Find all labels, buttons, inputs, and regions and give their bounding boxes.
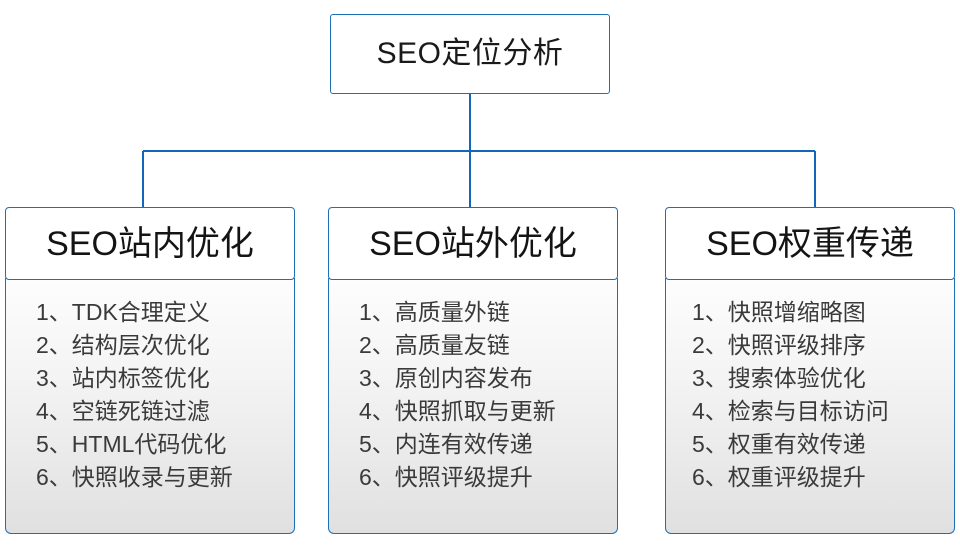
branch-header-title-1: SEO站内优化 <box>46 224 254 263</box>
branch-item-list-1: 1、TDK合理定义 2、结构层次优化 3、站内标签优化 4、空链死链过滤 5、H… <box>6 296 294 494</box>
branch-header-1[interactable]: SEO站内优化 <box>5 207 295 280</box>
branch-body-1: 1、TDK合理定义 2、结构层次优化 3、站内标签优化 4、空链死链过滤 5、H… <box>5 278 295 534</box>
branch-header-2[interactable]: SEO站外优化 <box>328 207 618 280</box>
branch-body-3: 1、快照增缩略图 2、快照评级排序 3、搜索体验优化 4、检索与目标访问 5、权… <box>665 278 955 534</box>
list-item: 4、空链死链过滤 <box>36 398 210 424</box>
list-item: 2、结构层次优化 <box>36 332 210 358</box>
list-item: 6、权重评级提升 <box>692 464 866 490</box>
branch-header-title-3: SEO权重传递 <box>706 224 914 263</box>
branch-column-3[interactable]: SEO权重传递 1、快照增缩略图 2、快照评级排序 3、搜索体验优化 4、检索与… <box>665 207 955 534</box>
list-item: 1、快照增缩略图 <box>692 299 866 325</box>
branch-column-1[interactable]: SEO站内优化 1、TDK合理定义 2、结构层次优化 3、站内标签优化 4、空链… <box>5 207 295 534</box>
list-item: 4、快照抓取与更新 <box>359 398 556 424</box>
list-item: 6、快照评级提升 <box>359 464 533 490</box>
list-item: 5、权重有效传递 <box>692 431 866 457</box>
list-item: 3、原创内容发布 <box>359 365 533 391</box>
list-item: 3、站内标签优化 <box>36 365 210 391</box>
branch-header-title-2: SEO站外优化 <box>369 224 577 263</box>
branch-body-2: 1、高质量外链 2、高质量友链 3、原创内容发布 4、快照抓取与更新 5、内连有… <box>328 278 618 534</box>
root-node-title: SEO定位分析 <box>376 37 564 70</box>
branch-header-3[interactable]: SEO权重传递 <box>665 207 955 280</box>
list-item: 5、HTML代码优化 <box>36 431 227 457</box>
root-node[interactable]: SEO定位分析 <box>330 14 610 94</box>
branch-item-list-2: 1、高质量外链 2、高质量友链 3、原创内容发布 4、快照抓取与更新 5、内连有… <box>329 296 617 494</box>
list-item: 4、检索与目标访问 <box>692 398 889 424</box>
list-item: 5、内连有效传递 <box>359 431 533 457</box>
branch-column-2[interactable]: SEO站外优化 1、高质量外链 2、高质量友链 3、原创内容发布 4、快照抓取与… <box>328 207 618 534</box>
list-item: 2、快照评级排序 <box>692 332 866 358</box>
branch-item-list-3: 1、快照增缩略图 2、快照评级排序 3、搜索体验优化 4、检索与目标访问 5、权… <box>666 296 954 494</box>
list-item: 1、高质量外链 <box>359 299 510 325</box>
list-item: 6、快照收录与更新 <box>36 464 233 490</box>
list-item: 3、搜索体验优化 <box>692 365 866 391</box>
list-item: 1、TDK合理定义 <box>36 299 210 325</box>
list-item: 2、高质量友链 <box>359 332 510 358</box>
